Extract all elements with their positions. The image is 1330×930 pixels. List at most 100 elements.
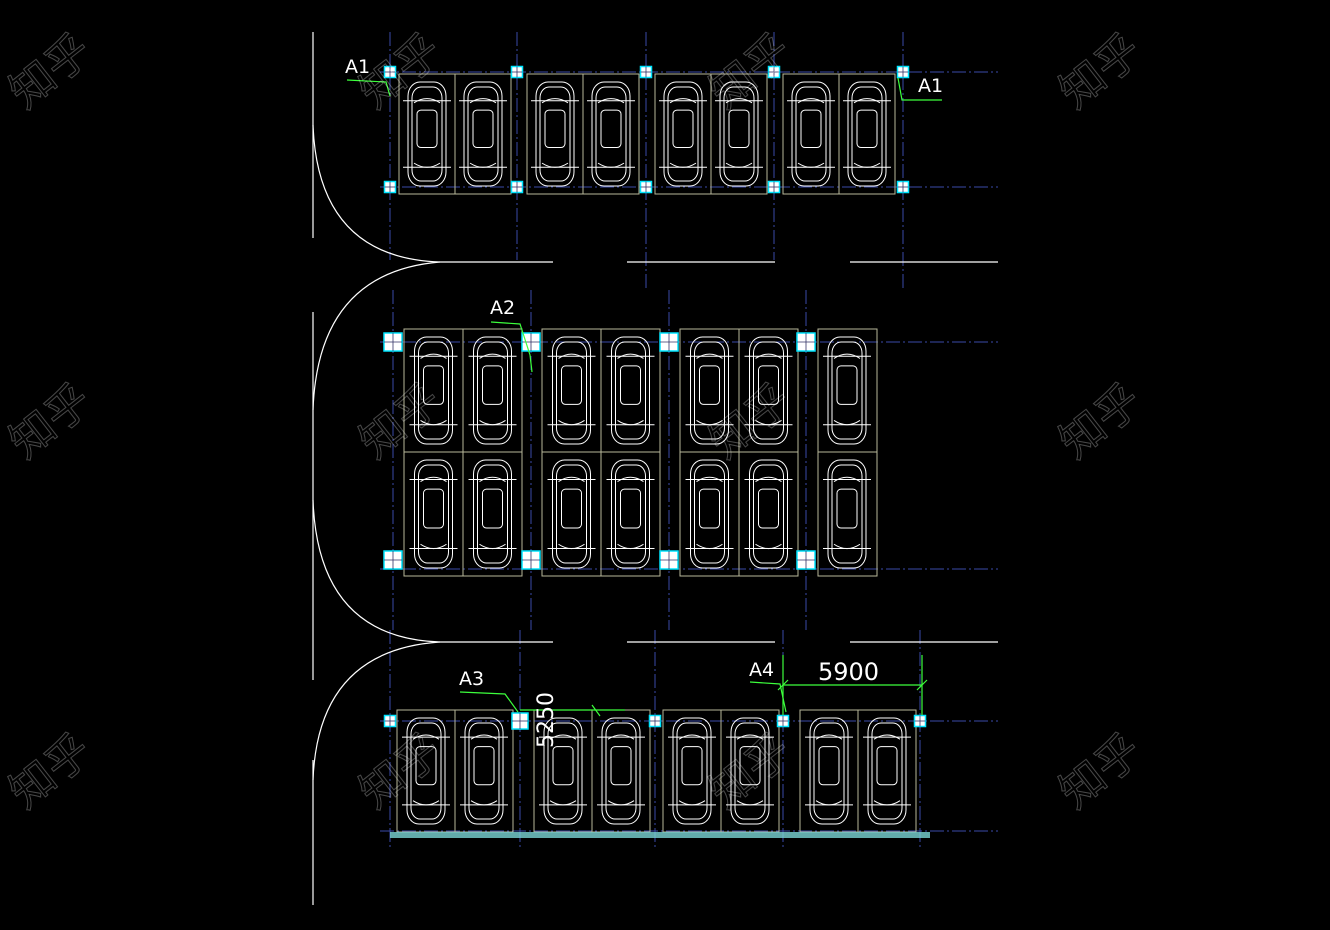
- car-roof: [818, 746, 840, 786]
- car-roof: [699, 365, 720, 405]
- car-symbol: [787, 81, 835, 187]
- car-body: [463, 81, 503, 187]
- road-curve: [312, 499, 441, 643]
- car-roof: [482, 488, 503, 529]
- car-symbol: [744, 336, 793, 445]
- car-windshield: [558, 476, 585, 483]
- car-roof: [758, 365, 779, 405]
- label-a1-right: A1: [918, 75, 943, 97]
- car-windshield: [755, 476, 782, 483]
- car-windshield: [617, 353, 644, 359]
- column-symbol: [659, 332, 679, 352]
- car-symbol: [606, 459, 655, 569]
- car-symbol: [715, 81, 763, 187]
- car-windshield: [479, 476, 506, 483]
- road-curve: [312, 261, 441, 411]
- column-symbol: [383, 550, 403, 570]
- car-windshield: [413, 98, 441, 104]
- car-windshield: [420, 476, 447, 483]
- car-roof: [600, 109, 622, 149]
- car-roof: [552, 746, 574, 786]
- car-body-inner: [723, 86, 755, 182]
- car-body: [672, 717, 712, 825]
- leader-a1-right: [897, 77, 942, 101]
- car-body: [809, 717, 849, 825]
- car-body-inner: [694, 464, 725, 564]
- column-symbol: [639, 65, 653, 79]
- car-windshield: [412, 734, 440, 740]
- car-windshield: [420, 353, 447, 359]
- column-symbol: [896, 65, 910, 79]
- car-body-inner: [410, 722, 442, 820]
- column-symbol: [776, 714, 790, 728]
- column-symbol: [767, 180, 781, 194]
- car-body-inner: [615, 464, 646, 564]
- road-edges: [312, 32, 998, 905]
- car-symbol: [805, 717, 853, 825]
- car-body: [663, 81, 703, 187]
- car-symbol: [539, 717, 587, 825]
- car-symbol: [468, 459, 517, 569]
- dimension-vertical: 5250: [534, 692, 559, 748]
- car-symbol: [409, 336, 458, 445]
- annotation-leaders: [346, 77, 942, 717]
- ground-wall-line: [390, 832, 930, 838]
- car-roof: [473, 746, 495, 786]
- car-body: [611, 336, 650, 445]
- car-body: [543, 717, 583, 825]
- car-body-inner: [667, 86, 699, 182]
- column-symbol: [767, 65, 781, 79]
- car-body-inner: [753, 464, 784, 564]
- dim-tick: [777, 679, 789, 691]
- car-windshield: [470, 734, 498, 740]
- car-roof: [561, 365, 582, 405]
- structural-columns: [383, 65, 927, 730]
- car-body: [414, 336, 453, 445]
- column-symbol: [521, 332, 541, 352]
- car-body-inner: [831, 341, 863, 440]
- column-symbol: [896, 180, 910, 194]
- car-symbol: [744, 459, 793, 569]
- car-body-inner: [795, 86, 827, 182]
- annotation-labels: A1 A1 A2 A3 A4 5900 5250: [345, 56, 943, 748]
- car-roof: [423, 488, 444, 529]
- car-body: [464, 717, 504, 825]
- car-windshield: [833, 476, 861, 483]
- car-body: [535, 81, 575, 187]
- column-symbol: [796, 550, 816, 570]
- car-windshield: [696, 353, 723, 359]
- car-body: [407, 81, 447, 187]
- column-symbol: [383, 714, 397, 728]
- dim-tick: [591, 704, 601, 717]
- car-body-inner: [477, 341, 508, 440]
- car-body-inner: [477, 464, 508, 564]
- car-symbol: [843, 81, 891, 187]
- dim-tick: [916, 679, 928, 691]
- column-symbol: [796, 332, 816, 352]
- car-roof: [672, 109, 694, 149]
- car-roof: [728, 109, 750, 149]
- car-body: [611, 459, 650, 569]
- road-curve: [312, 124, 441, 263]
- car-symbol: [547, 459, 596, 569]
- car-roof: [836, 488, 858, 529]
- car-body: [867, 717, 907, 825]
- car-symbol: [460, 717, 508, 825]
- car-windshield: [597, 98, 625, 104]
- car-roof: [610, 746, 632, 786]
- car-body-inner: [556, 341, 587, 440]
- car-body: [690, 336, 729, 445]
- car-body-inner: [813, 722, 845, 820]
- car-roof: [856, 109, 878, 149]
- column-symbol: [383, 332, 403, 352]
- car-symbol: [668, 717, 716, 825]
- column-symbol: [510, 180, 524, 194]
- car-roof: [482, 365, 503, 405]
- car-windshield: [549, 734, 577, 740]
- car-symbol: [823, 336, 871, 445]
- car-windshield: [797, 98, 825, 104]
- car-body: [552, 459, 591, 569]
- car-body-inner: [595, 86, 627, 182]
- car-body: [473, 336, 512, 445]
- leader-a1-left: [346, 79, 391, 97]
